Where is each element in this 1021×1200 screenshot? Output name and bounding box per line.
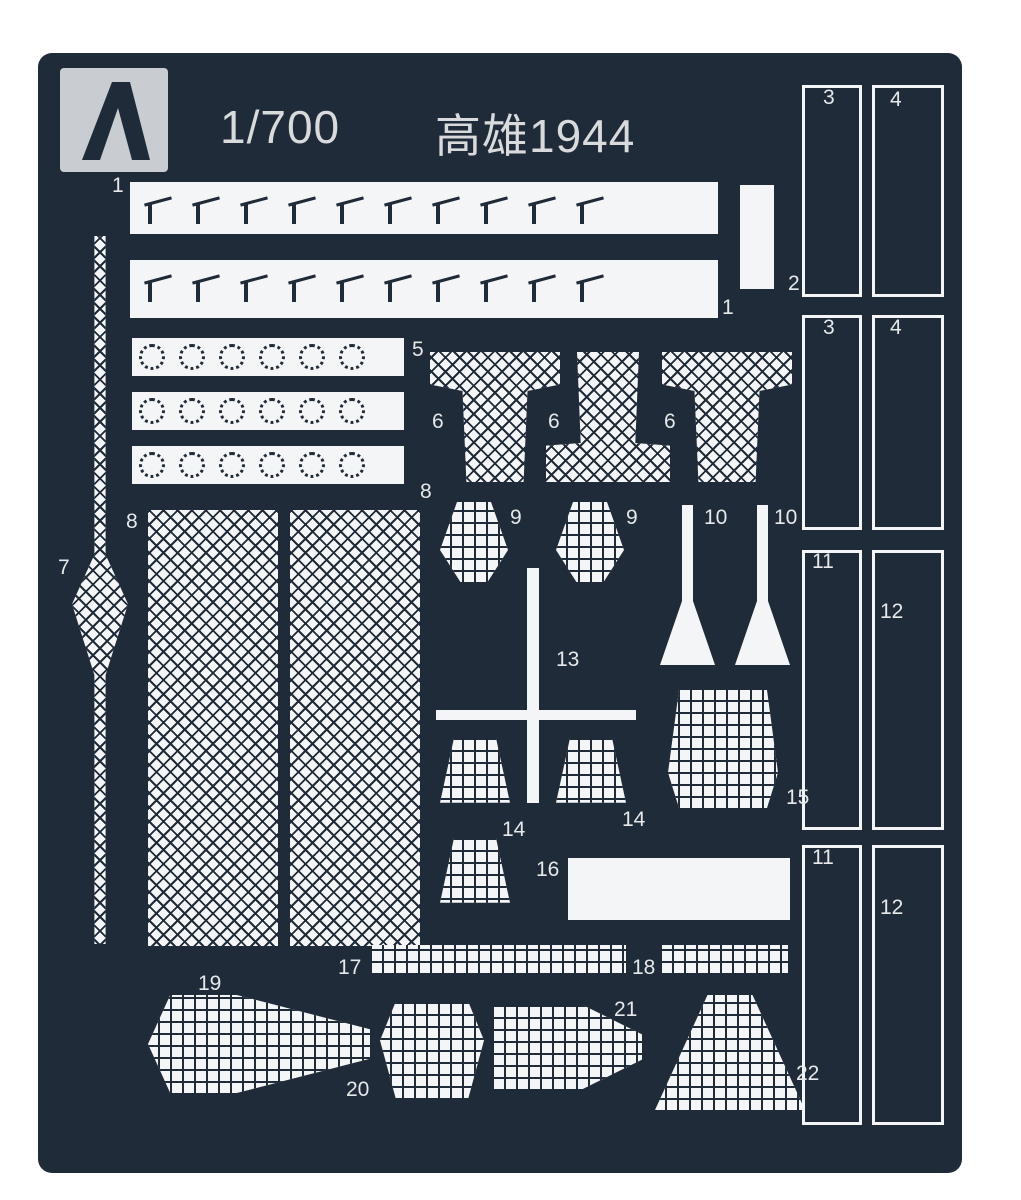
part-4 <box>872 315 944 530</box>
part-20 <box>380 1002 484 1098</box>
part-number: 11 <box>812 550 834 573</box>
part-4 <box>872 85 944 297</box>
part-number: 2 <box>788 272 800 295</box>
part-17 <box>372 945 626 973</box>
part-3 <box>802 85 862 297</box>
part-number: 10 <box>774 506 798 529</box>
ship-name: 高雄1944 <box>435 110 636 162</box>
part-15 <box>668 690 778 808</box>
part-13-horizontal <box>436 710 636 720</box>
part-number: 4 <box>890 88 902 111</box>
part-number: 17 <box>338 956 362 979</box>
part-number: 6 <box>548 410 560 433</box>
part-number: 20 <box>346 1078 370 1101</box>
part-number: 11 <box>812 846 834 869</box>
part-number: 6 <box>432 410 444 433</box>
part-number: 9 <box>626 506 638 529</box>
part-number: 14 <box>622 808 646 831</box>
part-number: 13 <box>556 648 580 671</box>
crew-figures-row-1 <box>130 182 718 234</box>
part-number: 15 <box>786 786 810 809</box>
part-16-propellers <box>568 858 790 920</box>
scale-label: 1/700 <box>220 101 341 153</box>
part-number: 1 <box>722 296 734 319</box>
part-8-crane <box>148 510 278 946</box>
part-5-row <box>132 446 404 521</box>
part-number: 12 <box>880 896 904 919</box>
part-number: 19 <box>198 972 222 995</box>
part-number: 1 <box>112 174 124 197</box>
part-11 <box>802 550 862 830</box>
part-number: 8 <box>420 480 432 503</box>
manufacturer-logo <box>60 68 168 172</box>
part-number: 18 <box>632 956 656 979</box>
part-number: 12 <box>880 600 904 623</box>
part-18 <box>662 945 788 973</box>
part-5-row <box>132 338 404 413</box>
part-12 <box>872 845 944 1125</box>
part-number: 9 <box>510 506 522 529</box>
part-8-crane <box>290 510 420 946</box>
part-number: 7 <box>58 556 70 579</box>
part-2 <box>740 185 774 289</box>
part-number: 8 <box>126 510 138 533</box>
crew-figures-row-2 <box>130 260 718 318</box>
part-number: 3 <box>823 316 835 339</box>
part-number: 16 <box>536 858 560 881</box>
part-number: 5 <box>412 338 424 361</box>
part-3 <box>802 315 862 530</box>
part-number: 14 <box>502 818 526 841</box>
part-number: 10 <box>704 506 728 529</box>
part-number: 22 <box>796 1062 820 1085</box>
part-13-vertical <box>527 568 539 803</box>
part-11 <box>802 845 862 1125</box>
part-number: 3 <box>823 86 835 109</box>
part-12 <box>872 550 944 830</box>
part-5-row <box>132 392 404 467</box>
part-number: 6 <box>664 410 676 433</box>
part-number: 21 <box>614 998 638 1021</box>
part-number: 4 <box>890 316 902 339</box>
part-14 <box>556 738 626 803</box>
